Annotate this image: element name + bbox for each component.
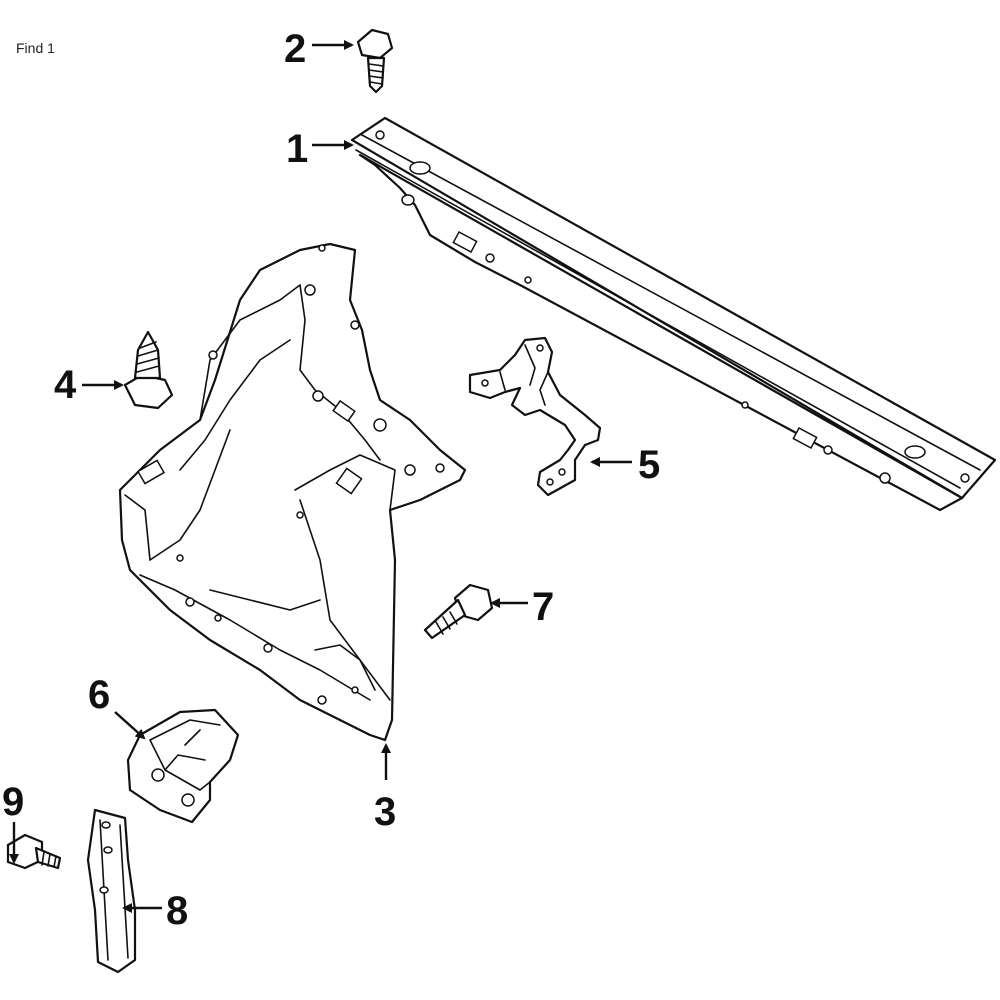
part-7-bolt[interactable] [423, 583, 494, 640]
part-4-stud-bolt[interactable] [123, 330, 174, 410]
callout-6: 6 [88, 673, 110, 717]
callout-3: 3 [374, 790, 396, 834]
callout-1: 1 [286, 127, 308, 171]
part-9-flange-bolt[interactable] [6, 833, 62, 870]
find-label: Find 1 [16, 40, 55, 56]
part-8-strap[interactable] [86, 808, 137, 974]
callout-2: 2 [284, 27, 306, 71]
arrow-6 [114, 711, 146, 740]
part-6-bracket-block[interactable] [126, 708, 240, 824]
callout-8: 8 [166, 889, 188, 933]
part-1-upper-tie-bar[interactable] [350, 116, 997, 512]
callout-7: 7 [532, 585, 554, 629]
part-2-bolt[interactable] [356, 28, 394, 94]
callout-4: 4 [54, 363, 77, 407]
part-5-bracket[interactable] [468, 336, 602, 497]
part-3-headlamp-panel[interactable] [118, 242, 467, 742]
callout-5: 5 [638, 443, 660, 487]
callout-9: 9 [2, 780, 24, 824]
